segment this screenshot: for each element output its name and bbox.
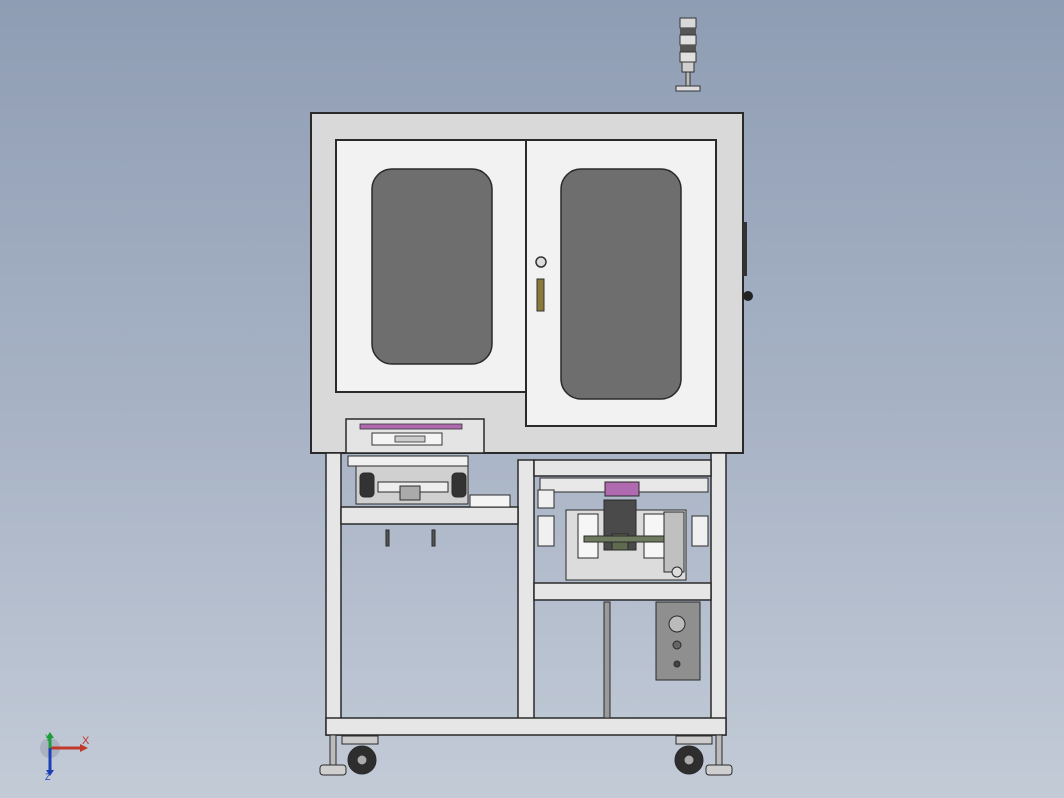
casters: [341, 735, 713, 775]
left-mechanism: [347, 455, 511, 547]
right-door[interactable]: [525, 139, 717, 427]
right-mechanism: [537, 477, 709, 581]
leveling-feet: [319, 734, 733, 776]
door-handle[interactable]: [536, 278, 545, 312]
left-door[interactable]: [335, 139, 527, 393]
x-axis-label: X: [82, 735, 90, 747]
frame: [325, 452, 727, 736]
door-lock[interactable]: [535, 256, 547, 268]
side-button[interactable]: [743, 291, 753, 301]
axis-triad: [40, 732, 88, 776]
y-axis-label: Y: [45, 733, 52, 743]
signal-tower: [675, 17, 701, 92]
motor-plate: [603, 601, 701, 719]
drawer-module: [345, 418, 485, 454]
z-axis-label: Z: [45, 772, 51, 782]
